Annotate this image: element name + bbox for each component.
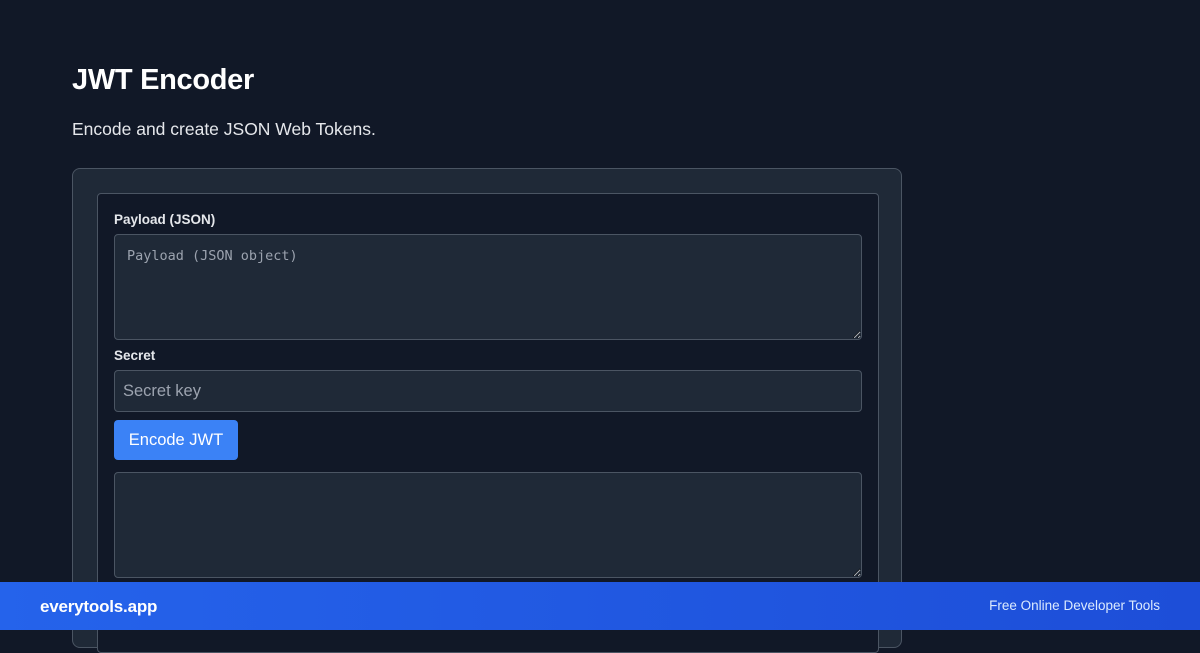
secret-input[interactable]	[114, 370, 862, 412]
footer-tagline: Free Online Developer Tools	[989, 598, 1160, 613]
payload-textarea[interactable]	[114, 234, 862, 340]
secret-label: Secret	[114, 348, 156, 363]
encode-jwt-button[interactable]: Encode JWT	[114, 420, 238, 460]
encoded-token-output[interactable]	[114, 472, 862, 578]
page-title: JWT Encoder	[72, 64, 254, 96]
footer-bar: everytools.app Free Online Developer Too…	[0, 582, 1200, 630]
payload-label: Payload (JSON)	[114, 212, 216, 227]
footer-brand-link[interactable]: everytools.app	[40, 597, 158, 616]
page-subtitle: Encode and create JSON Web Tokens.	[72, 119, 376, 139]
